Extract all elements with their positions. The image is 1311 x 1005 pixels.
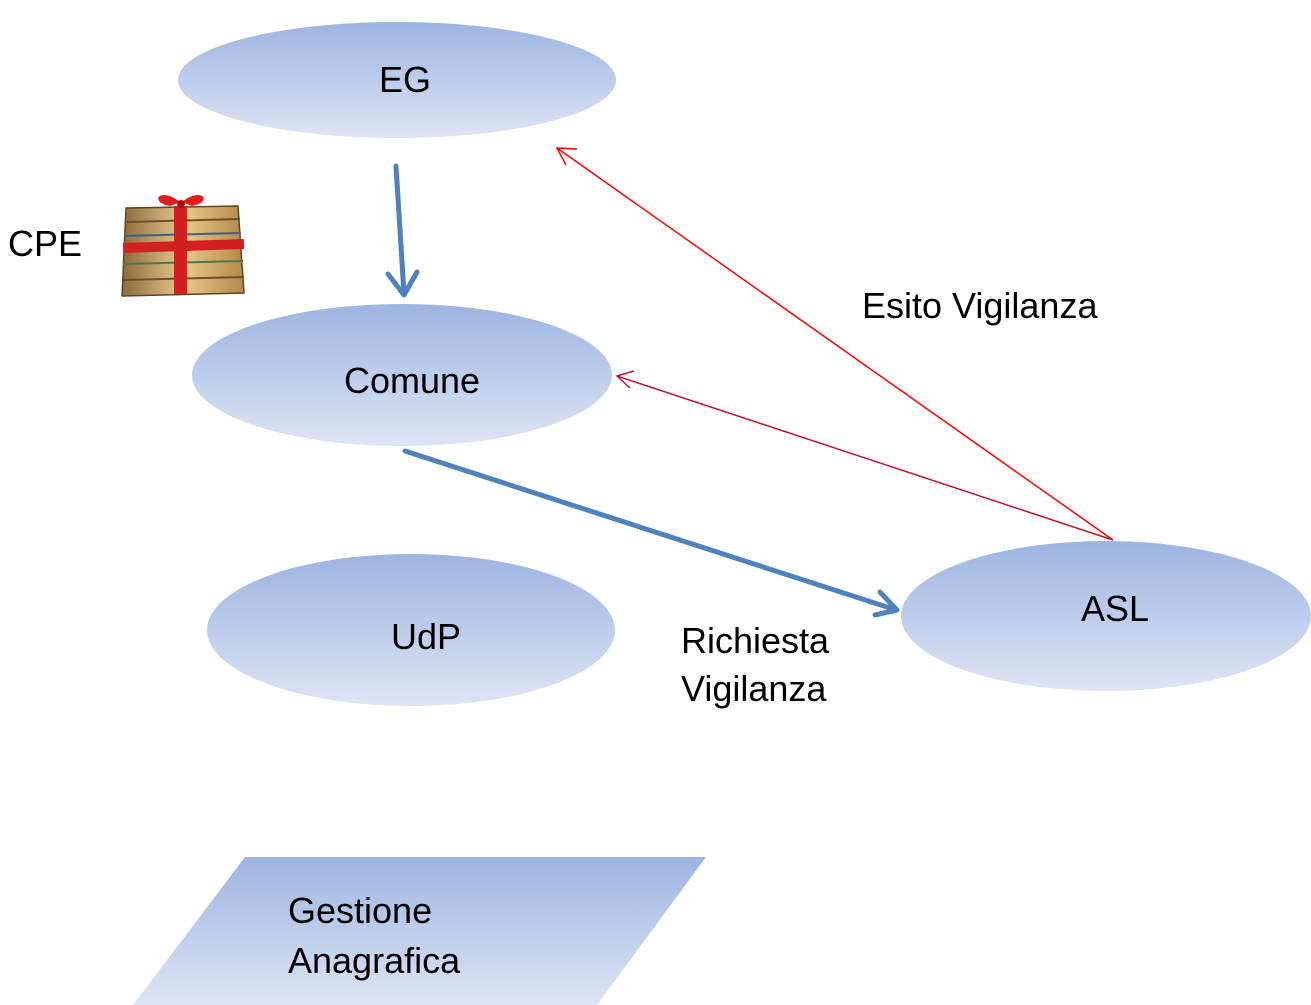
node-comune-shape (192, 304, 612, 446)
node-gestione-label-line1: Gestione (288, 890, 432, 931)
cpe-label: CPE (8, 223, 83, 264)
cpe-bundle-icon (121, 195, 245, 297)
node-gestione-label-line2: Anagrafica (288, 940, 461, 981)
node-udp-label: UdP (391, 616, 461, 657)
node-eg-label: EG (379, 59, 431, 100)
arrow-comune-to-asl (402, 448, 900, 618)
arrow-asl-to-eg (555, 147, 1114, 541)
node-asl-shape (901, 541, 1311, 691)
node-eg-shape (178, 22, 616, 138)
richiesta-vigilanza-label-line2: Vigilanza (681, 668, 827, 709)
node-asl: ASL (901, 541, 1311, 691)
node-gestione-shape (133, 857, 706, 1005)
node-eg: EG (178, 22, 616, 138)
node-udp-shape (207, 554, 615, 706)
node-comune: Comune (192, 304, 612, 446)
node-gestione-anagrafica: Gestione Anagrafica (133, 857, 706, 1005)
node-asl-label: ASL (1081, 588, 1149, 629)
node-udp: UdP (207, 554, 615, 706)
arrow-eg-to-comune (385, 163, 420, 298)
node-comune-label: Comune (344, 360, 480, 401)
arrow-asl-to-comune (615, 370, 1114, 541)
esito-vigilanza-label: Esito Vigilanza (862, 285, 1098, 326)
richiesta-vigilanza-label-line1: Richiesta (681, 620, 830, 661)
